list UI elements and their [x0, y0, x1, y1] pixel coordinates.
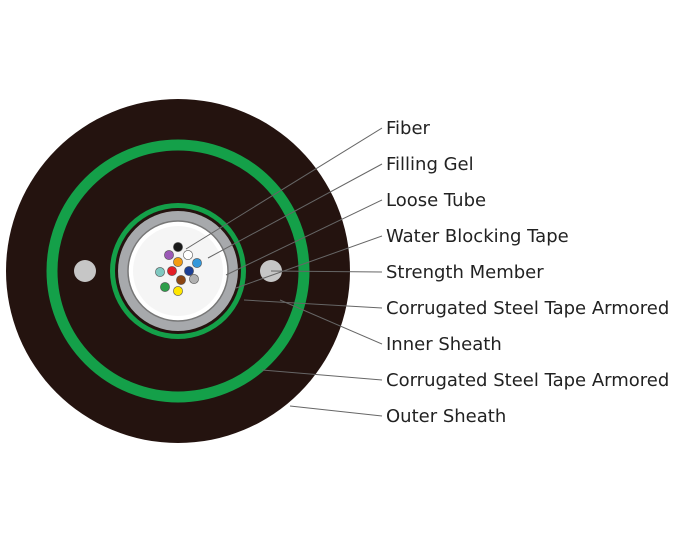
leader-line-9: [289, 405, 383, 417]
fiber-6: [155, 267, 165, 277]
label-fiber: Fiber: [386, 118, 431, 139]
leader-line-2: [207, 163, 383, 259]
label-outer-sheath: Outer Sheath: [386, 406, 506, 427]
fiber-11: [160, 282, 170, 292]
fiber-1: [173, 242, 183, 252]
fiber-10: [176, 275, 186, 285]
label-corrugated-steel-tape-inner: Corrugated Steel Tape Armored: [386, 298, 669, 319]
fiber-bundle: [155, 242, 202, 296]
leader-line-4: [235, 235, 383, 289]
fiber-3: [164, 250, 174, 260]
leader-line-1: [185, 127, 383, 250]
leader-line-5: [270, 270, 383, 273]
leader-line-8: [261, 369, 383, 381]
fiber-4: [173, 257, 183, 267]
label-corrugated-steel-tape-outer: Corrugated Steel Tape Armored: [386, 370, 669, 391]
leader-line-7: [279, 299, 383, 345]
fiber-8: [184, 266, 194, 276]
label-strength-member: Strength Member: [386, 262, 544, 283]
fiber-7: [167, 266, 177, 276]
leader-lines: [185, 127, 383, 417]
strength-member-left: [74, 260, 96, 282]
label-filling-gel: Filling Gel: [386, 154, 474, 175]
label-loose-tube: Loose Tube: [386, 190, 486, 211]
filling-gel-area: [133, 226, 223, 316]
leader-line-3: [225, 199, 383, 276]
leader-line-6: [243, 299, 383, 309]
fiber-9: [189, 274, 199, 284]
fiber-2: [183, 250, 193, 260]
fiber-5: [192, 258, 202, 268]
fiber-12: [173, 286, 183, 296]
label-inner-sheath: Inner Sheath: [386, 334, 502, 355]
label-water-blocking-tape: Water Blocking Tape: [386, 226, 569, 247]
